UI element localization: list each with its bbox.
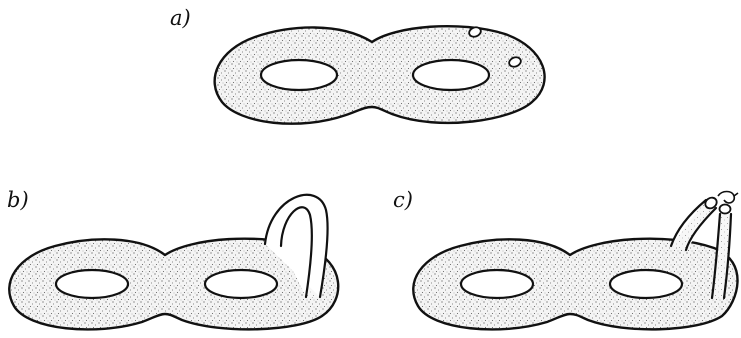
panel-a-right-hole	[413, 60, 489, 90]
panel-a-surface	[215, 26, 545, 124]
panel-b-right-hole	[205, 270, 277, 298]
panel-c-surface	[413, 192, 738, 330]
panel-c-label: c)	[393, 190, 413, 211]
panel-a-left-hole	[261, 60, 337, 90]
panel-c-twist-arrow-icon	[718, 192, 738, 203]
panel-b-surface	[9, 195, 338, 330]
panel-a-label: a)	[170, 8, 191, 29]
panel-b-left-hole	[56, 270, 128, 298]
panel-c-left-hole	[461, 270, 533, 298]
panel-c-right-hole	[610, 270, 682, 298]
panel-b-label: b)	[7, 190, 29, 211]
panel-c-tube-2-end	[720, 205, 731, 214]
